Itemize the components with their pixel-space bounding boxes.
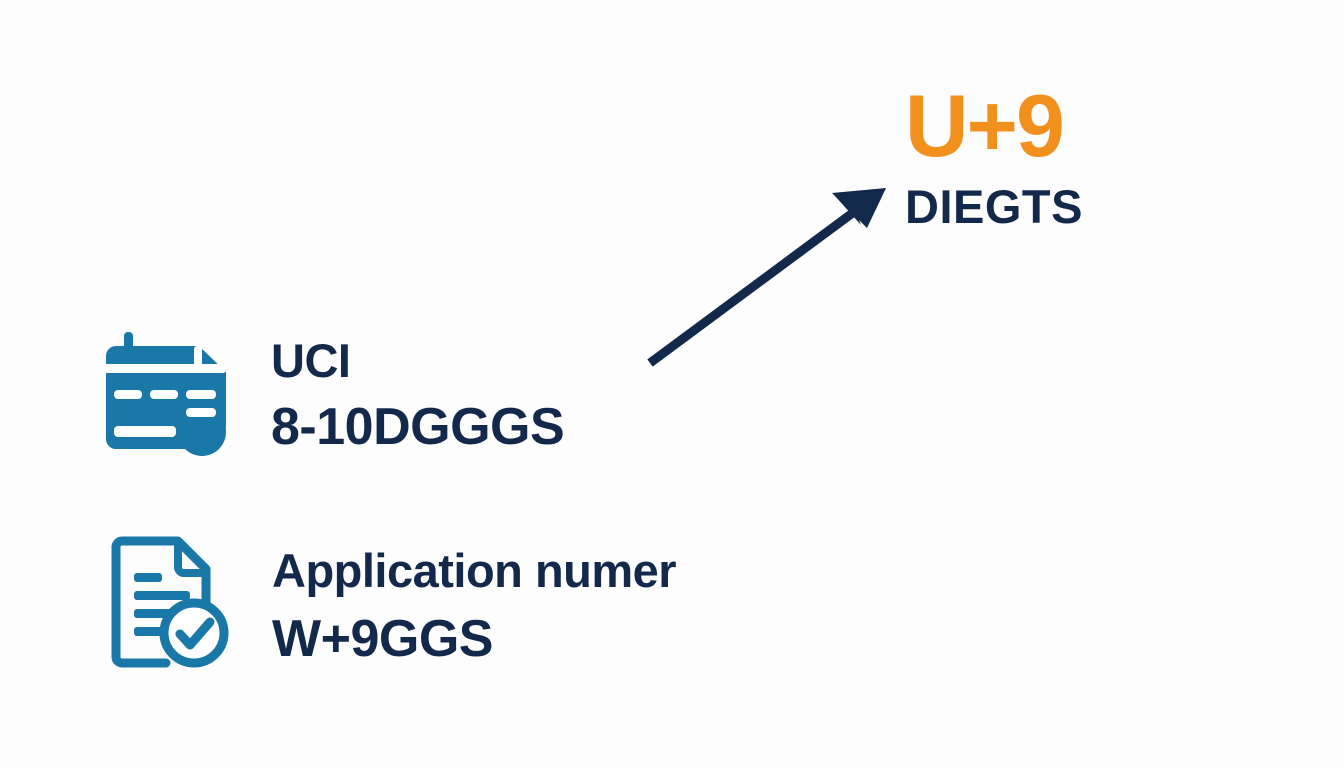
application-number-value: W+9GGS	[272, 610, 493, 668]
info-row-uci: UCI 8-10DGGGS	[88, 318, 565, 473]
uci-label-block: UCI 8-10DGGGS	[271, 318, 565, 460]
callout-secondary-text: DIEGTS	[905, 180, 1083, 233]
uci-value: 8-10DGGGS	[271, 398, 565, 456]
document-check-icon	[96, 525, 244, 683]
uci-title: UCI	[271, 334, 351, 387]
callout-primary-text: U+9	[905, 76, 1065, 175]
callout-block: U+9 DIEGTS	[905, 78, 1205, 236]
application-number-label-block: Application numer W+9GGS	[272, 525, 677, 673]
application-number-title: Application numer	[272, 544, 677, 597]
info-row-application-number: Application numer W+9GGS	[96, 525, 677, 683]
id-card-icon	[88, 318, 243, 473]
diagonal-up-right-arrow	[647, 188, 886, 367]
